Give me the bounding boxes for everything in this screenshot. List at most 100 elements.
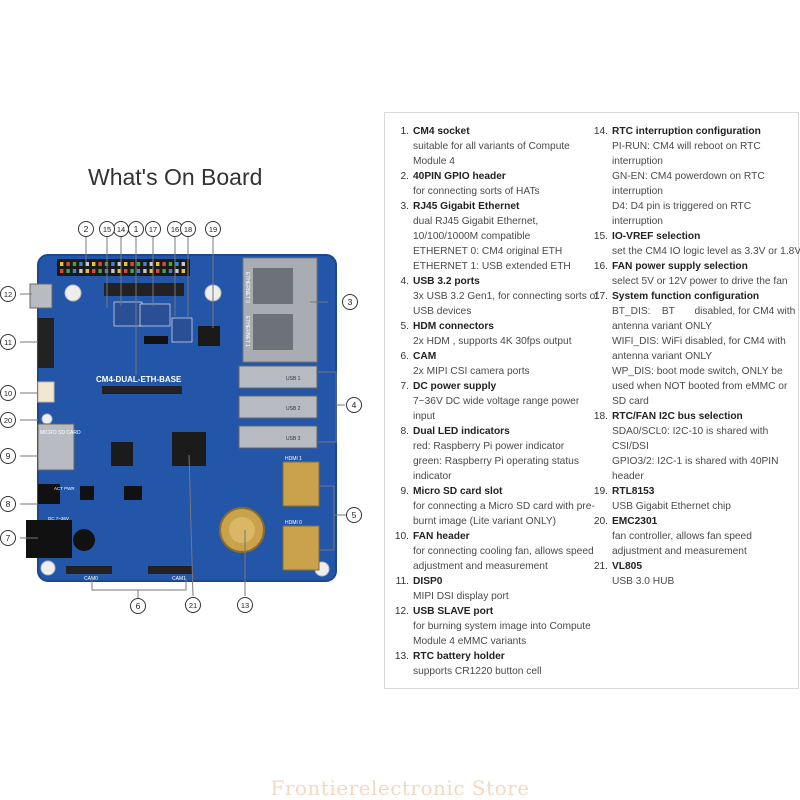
config-switch [139,303,171,327]
feature-description: ETHERNET 1: USB extended ETH [413,261,571,272]
callout-number: 11 [4,338,12,347]
usb-port-1 [238,365,318,389]
callout-circle [185,597,201,613]
rj45-port-1 [253,314,293,350]
feature-description: header [612,471,644,482]
feature-description: CSI/DSI [612,441,649,452]
feature-number: 12. [394,606,409,617]
callout-number: 21 [189,601,197,610]
gpio-pins [60,262,185,273]
gpio-pin [136,269,141,273]
chip [124,486,142,500]
callout-circle [0,448,16,464]
callout-13: 13 [237,597,253,613]
feature-description: WP_DIS: boot mode switch, ONLY be [612,366,783,377]
cam1-label: CAM1 [172,576,186,582]
usb-slave-port [29,283,53,309]
callout-circle [0,530,16,546]
callout-circle [0,334,16,350]
feature-title: RTC battery holder [413,651,505,662]
mount-hole [64,284,82,302]
feature-title: RTC/FAN I2C bus selection [612,411,743,422]
callout-number: 6 [136,601,141,611]
feature-description: SD card [612,396,649,407]
feature-description: MIPI DSI display port [413,591,509,602]
feature-description: Module 4 eMMC variants [413,636,527,647]
callout-circle [346,397,362,413]
hdmi1-label: HDMI 1 [285,456,302,462]
feature-title: DC power supply [413,381,497,392]
feature-number: 11. [395,576,409,587]
callout-circle [99,221,115,237]
callout-circle [237,597,253,613]
feature-description: fan controller, allows fan speed [612,531,752,542]
feature-description: USB Gigabit Ethernet chip [612,501,731,512]
callout-number: 12 [4,290,12,299]
gpio-pin [79,262,83,266]
gpio-pin [92,269,96,273]
callout-circle [78,221,94,237]
gpio-pin [175,269,179,273]
gpio-pin [92,262,96,266]
feature-title: CAM [413,351,437,362]
feature-description: PI-RUN: CM4 will reboot on RTC [612,141,761,152]
gpio-pin [124,262,128,266]
feature-description: for connecting sorts of HATs [413,186,540,197]
feature-description: adjustment and measurement [612,546,747,557]
rtc-battery-inner [229,517,255,543]
gpio-pin [156,269,160,273]
feature-description: indicator [413,471,452,482]
cam1-connector [148,566,192,574]
feature-title: Micro SD card slot [413,486,503,497]
callout-8: 8 [0,496,16,512]
feature-number: 2. [400,171,410,182]
feature-description: used when NOT booted from eMMC or [612,381,788,392]
watermark: Frontierelectronic Store [270,776,530,800]
feature-description: 7~36V DC wide voltage range power [413,396,580,407]
gpio-pin [79,269,83,273]
feature-description: 3x USB 3.2 Gen1, for connecting sorts of [413,291,599,302]
gpio-pin [111,269,115,273]
callout-circle [0,412,16,428]
feature-number: 19. [593,486,608,497]
gpio-pin [117,269,121,273]
led-indicators [38,484,60,504]
mount-hole [41,413,53,425]
feature-number: 16. [593,261,608,272]
callout-number: 4 [352,400,357,410]
feature-description: SDA0/SCL0: I2C-10 is shared with [612,426,769,437]
usb-label-1: USB 1 [286,376,301,382]
gpio-pin [85,269,89,273]
gpio-pin [181,262,185,266]
feature-description: 2x MIPI CSI camera ports [413,366,530,377]
callout-circle [130,598,146,614]
callout-circle [205,221,221,237]
feature-number: 18. [593,411,608,422]
callout-number: 17 [149,225,157,234]
feature-description: ETHERNET 0: CM4 original ETH [413,246,563,257]
callout-circle [0,496,16,512]
feature-number: 13. [394,651,409,662]
gpio-pin [72,262,77,266]
feature-number: 17. [593,291,608,302]
feature-description: dual RJ45 Gigabit Ethernet, [413,216,539,227]
feature-description: suitable for all variants of Compute [413,141,570,152]
